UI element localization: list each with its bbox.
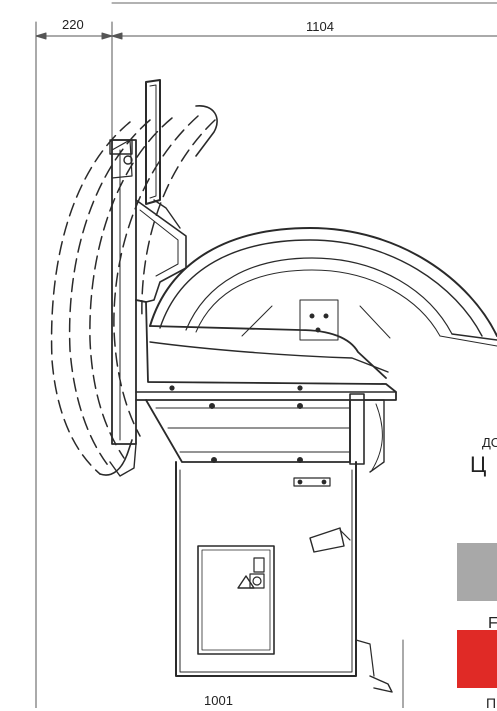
dimension-lines bbox=[35, 21, 497, 708]
cabinet-door bbox=[197, 545, 275, 655]
wheel-guard bbox=[149, 227, 497, 347]
support-column bbox=[109, 139, 137, 445]
gray-color-swatch bbox=[457, 543, 497, 601]
upper-guard-inner bbox=[139, 209, 179, 277]
gray-swatch-label: F bbox=[488, 615, 497, 632]
red-swatch-label: П bbox=[486, 695, 497, 711]
side-text-large: Ц bbox=[470, 452, 487, 477]
foot-pedal bbox=[309, 527, 393, 693]
cabinet-top-deck bbox=[135, 299, 397, 401]
red-color-swatch bbox=[457, 630, 497, 688]
shaft-hub bbox=[149, 325, 389, 379]
warning-triangle-icon bbox=[237, 575, 255, 589]
hood-swing-dashed-arcs bbox=[50, 115, 216, 475]
dim-arrow bbox=[111, 32, 123, 40]
wheel-spokes bbox=[241, 299, 391, 341]
dim-label-1104: 1104 bbox=[306, 19, 334, 34]
right-frame bbox=[349, 393, 385, 473]
front-angled-panel bbox=[145, 399, 351, 463]
dim-label-1001: 1001 bbox=[204, 693, 233, 708]
hood-lower-tip bbox=[109, 443, 137, 477]
dim-arrow bbox=[35, 32, 47, 40]
dim-label-220: 220 bbox=[62, 17, 84, 32]
side-text-small: ДО bbox=[482, 435, 497, 450]
monitor bbox=[145, 79, 181, 229]
cabinet-body bbox=[175, 461, 357, 677]
hood-open-outline bbox=[195, 105, 218, 157]
dim-arrow bbox=[101, 32, 113, 40]
hood-bottom-curve bbox=[99, 439, 133, 476]
warning-label bbox=[253, 557, 265, 573]
